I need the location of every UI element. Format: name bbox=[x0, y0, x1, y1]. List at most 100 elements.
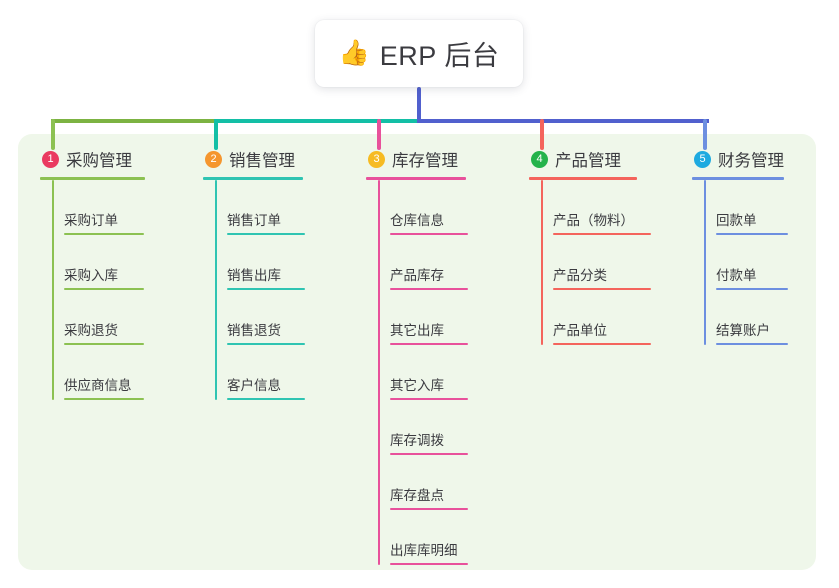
branch-leaf-rule bbox=[716, 233, 788, 235]
branch-leaf-item[interactable]: 销售出库 bbox=[203, 235, 305, 290]
branch-leaf-rule bbox=[390, 288, 468, 290]
branch-leaf-label: 销售出库 bbox=[227, 268, 281, 283]
branch-leaf-label: 其它入库 bbox=[390, 378, 444, 393]
branch-leaf-label: 付款单 bbox=[716, 268, 757, 283]
branch-leaf-label: 其它出库 bbox=[390, 323, 444, 338]
drop-connector-1 bbox=[51, 119, 55, 150]
branch-leaf-item[interactable]: 其它入库 bbox=[366, 345, 468, 400]
branch-leaf-rule bbox=[553, 288, 651, 290]
branch-leaf-label: 采购退货 bbox=[64, 323, 118, 338]
bus-segment-green bbox=[51, 119, 218, 123]
branch-leaf-label: 仓库信息 bbox=[390, 213, 444, 228]
branch-leaf-item[interactable]: 采购入库 bbox=[40, 235, 145, 290]
branch-leaf-rule bbox=[390, 563, 468, 565]
branch-leaf-item[interactable]: 付款单 bbox=[692, 235, 788, 290]
branch-column-5[interactable]: 5 财务管理回款单付款单结算账户 bbox=[692, 146, 788, 345]
branch-header-3[interactable]: 3 库存管理 bbox=[366, 146, 468, 172]
branch-leaf-label: 产品分类 bbox=[553, 268, 607, 283]
drop-connector-4 bbox=[540, 119, 544, 150]
branch-body: 回款单付款单结算账户 bbox=[692, 180, 788, 345]
branch-leaf-item[interactable]: 仓库信息 bbox=[366, 180, 468, 235]
branch-body: 仓库信息产品库存其它出库其它入库库存调拨库存盘点出库库明细 bbox=[366, 180, 468, 565]
bus-segment-teal bbox=[214, 119, 421, 123]
branch-leaf-label: 销售订单 bbox=[227, 213, 281, 228]
branch-leaf-item[interactable]: 结算账户 bbox=[692, 290, 788, 345]
branch-header-1[interactable]: 1 采购管理 bbox=[40, 146, 145, 172]
branch-column-4[interactable]: 4 产品管理产品（物料） 产品分类产品单位 bbox=[529, 146, 651, 345]
branch-leaf-rule bbox=[716, 343, 788, 345]
branch-title: 采购管理 bbox=[66, 152, 132, 170]
branch-leaf-item[interactable]: 采购退货 bbox=[40, 290, 145, 345]
branch-leaf-item[interactable]: 销售订单 bbox=[203, 180, 305, 235]
branch-leaf-label: 产品单位 bbox=[553, 323, 607, 338]
root-node-card[interactable]: 👍 ERP 后台 bbox=[315, 20, 523, 87]
branch-header-rule bbox=[692, 177, 784, 180]
branch-leaf-item[interactable]: 回款单 bbox=[692, 180, 788, 235]
branch-leaf-label: 客户信息 bbox=[227, 378, 281, 393]
branch-body: 销售订单销售出库销售退货客户信息 bbox=[203, 180, 305, 400]
branch-leaf-item[interactable]: 销售退货 bbox=[203, 290, 305, 345]
branch-leaf-rule bbox=[64, 343, 144, 345]
branch-leaf-item[interactable]: 产品库存 bbox=[366, 235, 468, 290]
thumbs-up-emoji: 👍 bbox=[338, 39, 370, 67]
branch-leaf-rule bbox=[64, 288, 144, 290]
branch-leaf-rule bbox=[716, 288, 788, 290]
branch-leaf-item[interactable]: 库存盘点 bbox=[366, 455, 468, 510]
branch-leaf-label: 库存调拨 bbox=[390, 433, 444, 448]
branch-leaf-label: 采购入库 bbox=[64, 268, 118, 283]
branch-header-rule bbox=[366, 177, 466, 180]
branch-number-badge: 2 bbox=[205, 150, 222, 168]
branch-leaf-item[interactable]: 其它出库 bbox=[366, 290, 468, 345]
branch-header-rule bbox=[529, 177, 637, 180]
branch-leaf-rule bbox=[64, 398, 144, 400]
branch-header-5[interactable]: 5 财务管理 bbox=[692, 146, 788, 172]
branch-column-3[interactable]: 3 库存管理仓库信息产品库存其它出库其它入库库存调拨库存盘点出库库明细 bbox=[366, 146, 468, 565]
branch-leaf-item[interactable]: 客户信息 bbox=[203, 345, 305, 400]
branch-leaf-rule bbox=[553, 343, 651, 345]
branch-body: 采购订单采购入库采购退货供应商信息 bbox=[40, 180, 145, 400]
branch-leaf-item[interactable]: 供应商信息 bbox=[40, 345, 145, 400]
branch-leaf-rule bbox=[227, 343, 305, 345]
root-stem-connector bbox=[417, 87, 421, 123]
branch-leaf-label: 结算账户 bbox=[716, 323, 770, 338]
branch-leaf-rule bbox=[227, 288, 305, 290]
root-node-title: ERP 后台 bbox=[379, 41, 500, 71]
bus-segment-indigo bbox=[417, 119, 709, 123]
branch-leaf-label: 销售退货 bbox=[227, 323, 281, 338]
branch-title: 产品管理 bbox=[555, 152, 621, 170]
branch-leaf-rule bbox=[553, 233, 651, 235]
branch-leaf-label: 库存盘点 bbox=[390, 488, 444, 503]
branch-leaf-item[interactable]: 出库库明细 bbox=[366, 510, 468, 565]
branch-column-1[interactable]: 1 采购管理采购订单采购入库采购退货供应商信息 bbox=[40, 146, 145, 400]
branch-header-4[interactable]: 4 产品管理 bbox=[529, 146, 651, 172]
branch-number-badge: 4 bbox=[531, 150, 548, 168]
branch-leaf-item[interactable]: 产品分类 bbox=[529, 235, 651, 290]
branch-leaf-label: 产品库存 bbox=[390, 268, 444, 283]
branch-leaf-label: 回款单 bbox=[716, 213, 757, 228]
branch-leaf-item[interactable]: 库存调拨 bbox=[366, 400, 468, 455]
branch-header-rule bbox=[203, 177, 303, 180]
branch-number-badge: 3 bbox=[368, 150, 385, 168]
branch-title: 库存管理 bbox=[392, 152, 458, 170]
branch-leaf-rule bbox=[227, 398, 305, 400]
branch-number-badge: 5 bbox=[694, 150, 711, 168]
branch-trunk-line bbox=[541, 180, 543, 345]
branch-title: 销售管理 bbox=[229, 152, 295, 170]
branch-leaf-label: 采购订单 bbox=[64, 213, 118, 228]
branch-header-2[interactable]: 2 销售管理 bbox=[203, 146, 305, 172]
branch-leaf-label: 产品（物料） bbox=[553, 213, 634, 228]
branch-leaf-rule bbox=[390, 233, 468, 235]
drop-connector-3 bbox=[377, 119, 381, 150]
drop-connector-2 bbox=[214, 119, 218, 150]
branch-body: 产品（物料） 产品分类产品单位 bbox=[529, 180, 651, 345]
branch-column-2[interactable]: 2 销售管理销售订单销售出库销售退货客户信息 bbox=[203, 146, 305, 400]
branch-leaf-item[interactable]: 产品（物料） bbox=[529, 180, 651, 235]
branch-leaf-item[interactable]: 产品单位 bbox=[529, 290, 651, 345]
branch-leaf-rule bbox=[390, 343, 468, 345]
branch-leaf-rule bbox=[64, 233, 144, 235]
branch-title: 财务管理 bbox=[718, 152, 784, 170]
branch-leaf-label: 供应商信息 bbox=[64, 378, 132, 393]
branch-number-badge: 1 bbox=[42, 150, 59, 168]
branch-leaf-item[interactable]: 采购订单 bbox=[40, 180, 145, 235]
